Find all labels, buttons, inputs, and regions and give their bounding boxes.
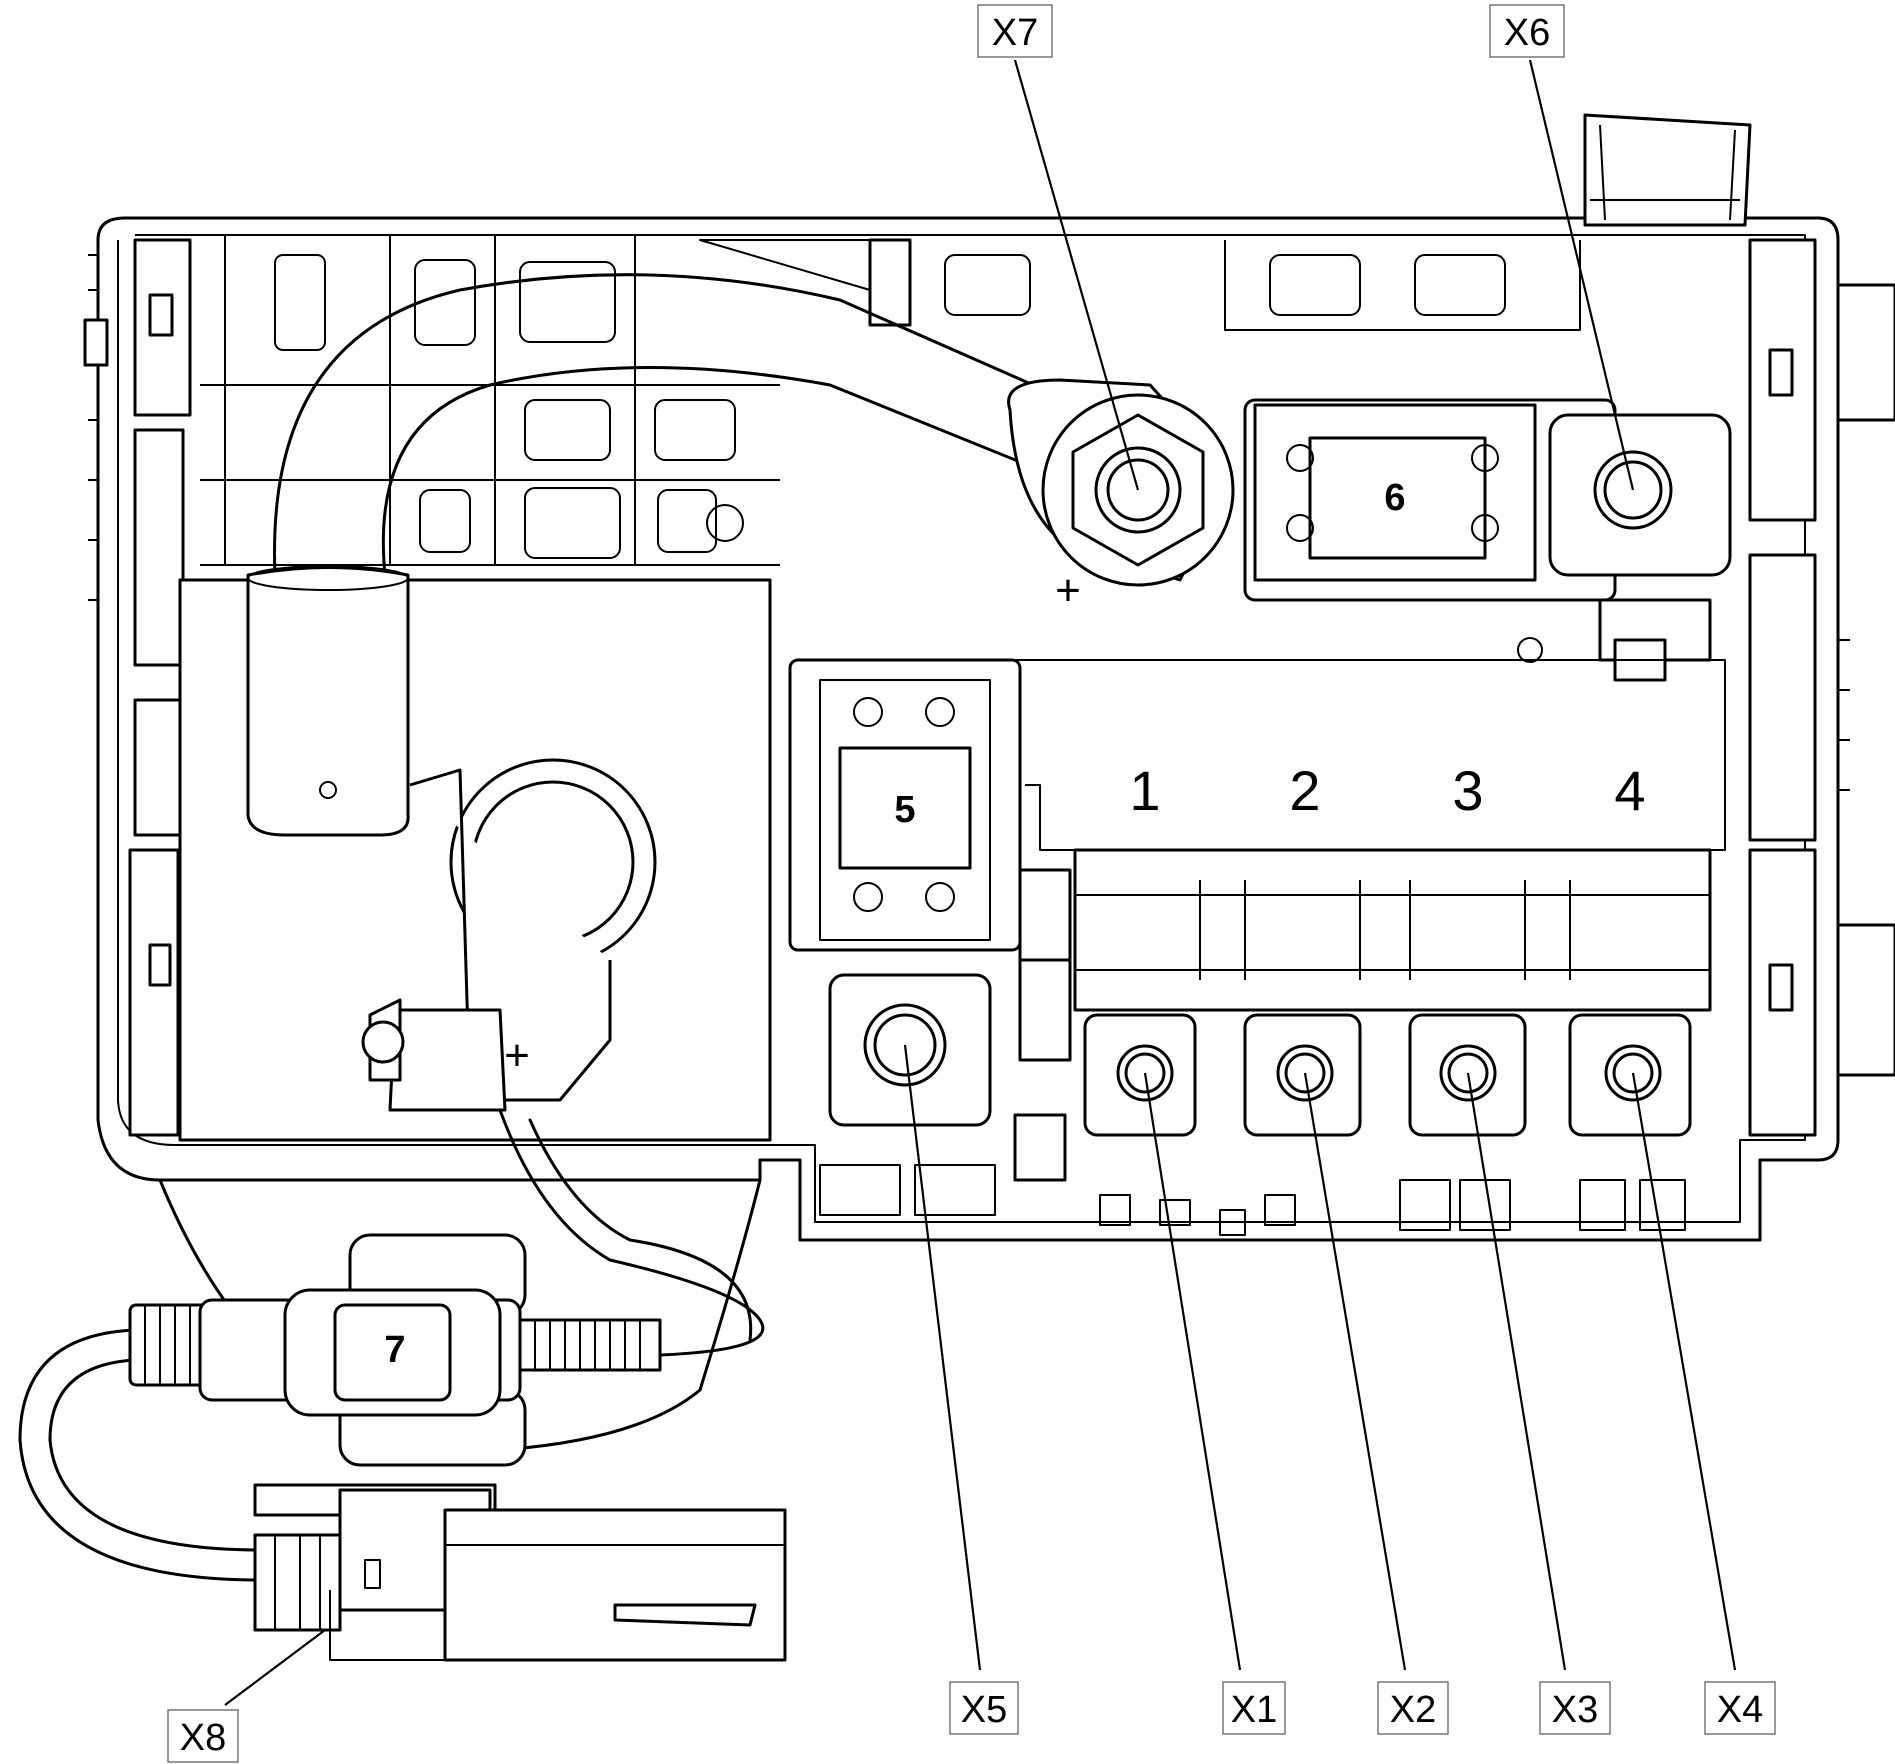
callout-x8-text: X8	[180, 1717, 226, 1759]
top-compartments	[200, 235, 1581, 566]
callout-x1-text: X1	[1231, 1689, 1277, 1731]
leader-x5	[903, 1044, 982, 1671]
fuse-6	[1243, 398, 1617, 663]
stud-terminals	[828, 973, 1692, 1137]
callout-x2: X2	[1377, 1681, 1449, 1735]
callout-x3: X3	[1539, 1681, 1611, 1735]
callout-x6: X6	[1489, 4, 1565, 58]
position-4-label: 4	[1614, 759, 1645, 822]
callout-x7: X7	[977, 4, 1053, 58]
fuse-5-label: 5	[894, 789, 915, 831]
leader-x7	[1013, 59, 1140, 491]
leader-x3	[1466, 1072, 1567, 1671]
fuse-5	[788, 658, 1022, 952]
position-1-label: 1	[1129, 759, 1160, 822]
x8-connector	[253, 1483, 787, 1662]
top-right-connector-tab	[1583, 113, 1752, 227]
callout-x1: X1	[1222, 1681, 1286, 1735]
right-side-connectors	[1748, 238, 1895, 1137]
callout-x4: X4	[1704, 1681, 1776, 1735]
leader-x2	[1303, 1072, 1407, 1671]
battery-cable	[273, 273, 1092, 577]
leader-lines	[224, 59, 1737, 1706]
busbar-block	[800, 659, 1726, 1182]
sensor-harness	[18, 1108, 765, 1582]
callout-x4-text: X4	[1717, 1689, 1763, 1731]
item-labels: 5 6 7 1 2 3 4 + +	[384, 477, 1645, 1371]
bottom-bracket	[819, 1164, 1686, 1236]
leader-x8	[224, 1629, 326, 1706]
callout-x5: X5	[949, 1681, 1019, 1735]
callout-x3-text: X3	[1552, 1689, 1598, 1731]
leader-x1	[1143, 1072, 1242, 1671]
callout-x8: X8	[167, 1709, 239, 1763]
busbar-plus-symbol: +	[1055, 566, 1081, 615]
callout-x7-text: X7	[992, 12, 1038, 54]
terminal-plus-symbol: +	[504, 1031, 530, 1080]
callout-x2-text: X2	[1390, 1689, 1436, 1731]
position-2-label: 2	[1289, 759, 1320, 822]
battery-terminal-clamp	[178, 565, 772, 1142]
callouts: X7 X6 X5 X1 X2 X3 X4 X8	[167, 4, 1776, 1763]
callout-x5-text: X5	[961, 1689, 1007, 1731]
x6-terminal	[1548, 413, 1732, 682]
leader-x6	[1528, 59, 1635, 491]
callout-x6-text: X6	[1504, 12, 1550, 54]
fuse-6-label: 6	[1384, 477, 1405, 519]
sensor-7-label: 7	[384, 1329, 405, 1371]
leader-x4	[1631, 1072, 1737, 1671]
position-3-label: 3	[1452, 759, 1483, 822]
